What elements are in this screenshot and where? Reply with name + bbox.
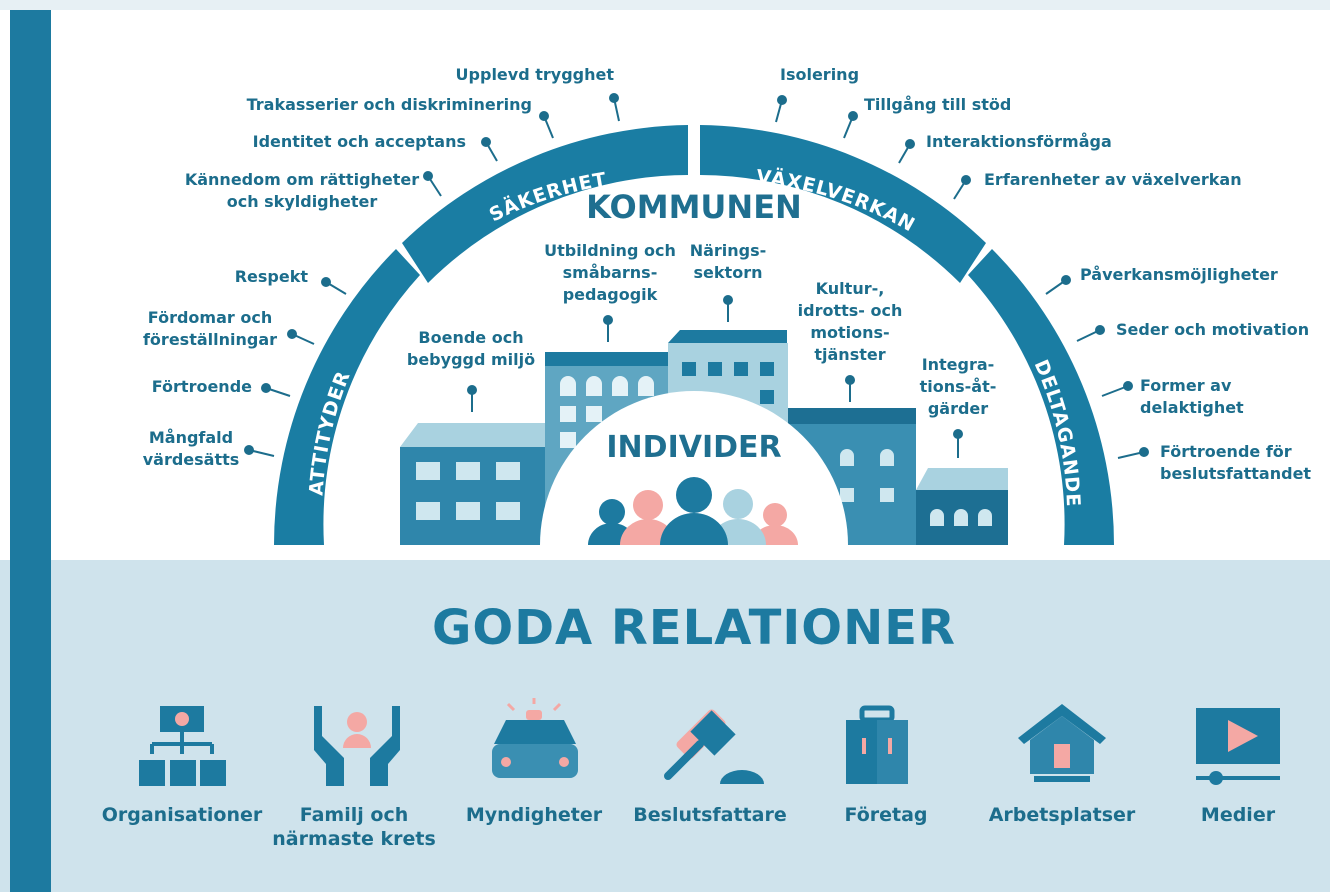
outer-arc [274,125,1114,545]
factor-identitet: Identitet och acceptans [252,132,466,151]
factor-isolering: Isolering [780,65,860,84]
category-label-foretag: Företag [844,804,928,826]
service-pins [467,295,963,458]
factor-respekt: Respekt [234,267,308,286]
arc-segment-deltagande [968,249,1114,545]
category-label-beslutsfattare: Beslutsfattare [633,804,787,826]
factor-tillgang: Tillgång till stöd [864,95,1012,114]
service-utbildning: Utbildning och småbarns- pedagogik [544,241,676,304]
factor-trakasserier: Trakasserier och diskriminering [246,95,532,114]
individer-title: INDIVIDER [606,430,782,465]
service-boende: Boende och bebyggd miljö [406,328,536,369]
factor-erfarenheter: Erfarenheter av växelverkan [984,170,1242,189]
factor-fortroende: Förtroende [151,377,252,396]
arc-segment-sakerhet [402,125,688,283]
police-car-icon [492,698,578,778]
arc-segment-vaxelverkan [700,125,986,283]
factor-seder: Seder och motivation [1116,320,1310,339]
category-label-familj: Familj och närmaste krets [272,804,436,850]
house-icon [1018,704,1106,782]
org-chart-icon [139,706,226,786]
hands-person-icon [314,706,400,786]
top-band [0,0,1330,10]
service-naring: Närings- sektorn [689,241,767,282]
kommunen-title: KOMMUNEN [586,188,802,226]
factor-fordomar: Fördomar och föreställningar [142,308,278,349]
service-kultur: Kultur-, idrotts- och motions- tjänster [797,279,903,364]
factor-pins [244,93,1149,459]
factor-former: Former av delaktighet [1140,376,1244,417]
arc-segment-attityder [274,249,420,545]
category-label-medier: Medier [1200,804,1276,826]
video-player-icon [1196,708,1280,785]
bottom-band [0,560,1330,892]
factor-interaktion: Interaktionsförmåga [926,132,1112,151]
category-label-organisationer: Organisationer [101,804,263,826]
service-integration: Integra- tions-åt- gärder [919,355,997,418]
left-bar [10,10,51,892]
factor-mangfald: Mångfald värdesätts [142,428,240,469]
goda-relationer-title: GODA RELATIONER [432,600,956,656]
briefcase-icon [846,705,908,784]
factor-paverkan: Påverkansmöjligheter [1080,265,1278,284]
category-label-myndigheter: Myndigheter [465,804,603,826]
category-label-arbetsplatser: Arbetsplatser [988,804,1136,826]
people-group [588,477,798,545]
factor-fortroende-beslut: Förtroende för beslutsfattandet [1160,442,1312,483]
gavel-icon [664,709,764,784]
factor-upplevd-trygghet: Upplevd trygghet [455,65,614,84]
factor-kannedom: Kännedom om rättigheter och skyldigheter [184,170,420,211]
